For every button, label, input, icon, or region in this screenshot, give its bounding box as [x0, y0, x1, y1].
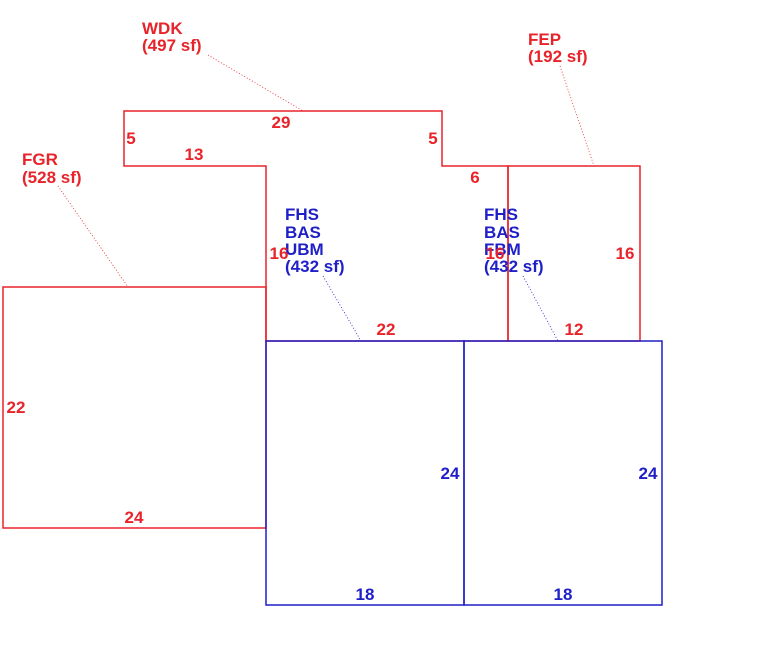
fep-code-label: FEP — [528, 30, 561, 49]
dim-wdk-tie: 6 — [470, 168, 479, 187]
wdk-size-label: (497 sf) — [142, 36, 202, 55]
dim-wdk-top: 29 — [272, 113, 291, 132]
ubm-block-outline — [265, 340, 465, 606]
ubm-leader — [322, 275, 362, 342]
fbm-leader — [522, 275, 559, 342]
fbm-label-fhs: FHS — [484, 205, 518, 224]
dim-fep-inner: 16 — [486, 244, 505, 263]
dim-fep-side: 16 — [616, 244, 635, 263]
dim-wdk-side: 16 — [270, 244, 289, 263]
dim-ubm-bottom: 18 — [356, 585, 375, 604]
fbm-block-outline — [463, 340, 663, 606]
ubm-label-bas: BAS — [285, 223, 321, 242]
ubm-label-ubm: UBM — [285, 240, 324, 259]
dim-wdk-right: 5 — [428, 129, 437, 148]
wdk-leader — [207, 54, 304, 112]
fbm-label-fbm: FBM — [484, 240, 521, 259]
fgr-code-label: FGR — [22, 150, 58, 169]
fgr-size-label: (528 sf) — [22, 168, 82, 187]
dim-fep-bottom: 12 — [565, 320, 584, 339]
fgr-leader — [57, 185, 129, 288]
dim-wdk-left: 5 — [126, 129, 135, 148]
fep-leader — [559, 65, 595, 167]
dim-ubm-side: 24 — [441, 464, 460, 483]
dim-wdk-bottom: 22 — [377, 320, 396, 339]
dim-wdk-step: 13 — [185, 145, 204, 164]
fbm-size-label: (432 sf) — [484, 257, 544, 276]
fbm-label-bas: BAS — [484, 223, 520, 242]
dim-fgr-side: 22 — [7, 398, 26, 417]
dim-fbm-bottom: 18 — [554, 585, 573, 604]
fgr-outline — [2, 286, 267, 529]
ubm-size-label: (432 sf) — [285, 257, 345, 276]
ubm-label-fhs: FHS — [285, 205, 319, 224]
wdk-code-label: WDK — [142, 19, 183, 38]
dim-fbm-side: 24 — [639, 464, 658, 483]
dim-fgr-bottom: 24 — [125, 508, 144, 527]
fep-size-label: (192 sf) — [528, 47, 588, 66]
